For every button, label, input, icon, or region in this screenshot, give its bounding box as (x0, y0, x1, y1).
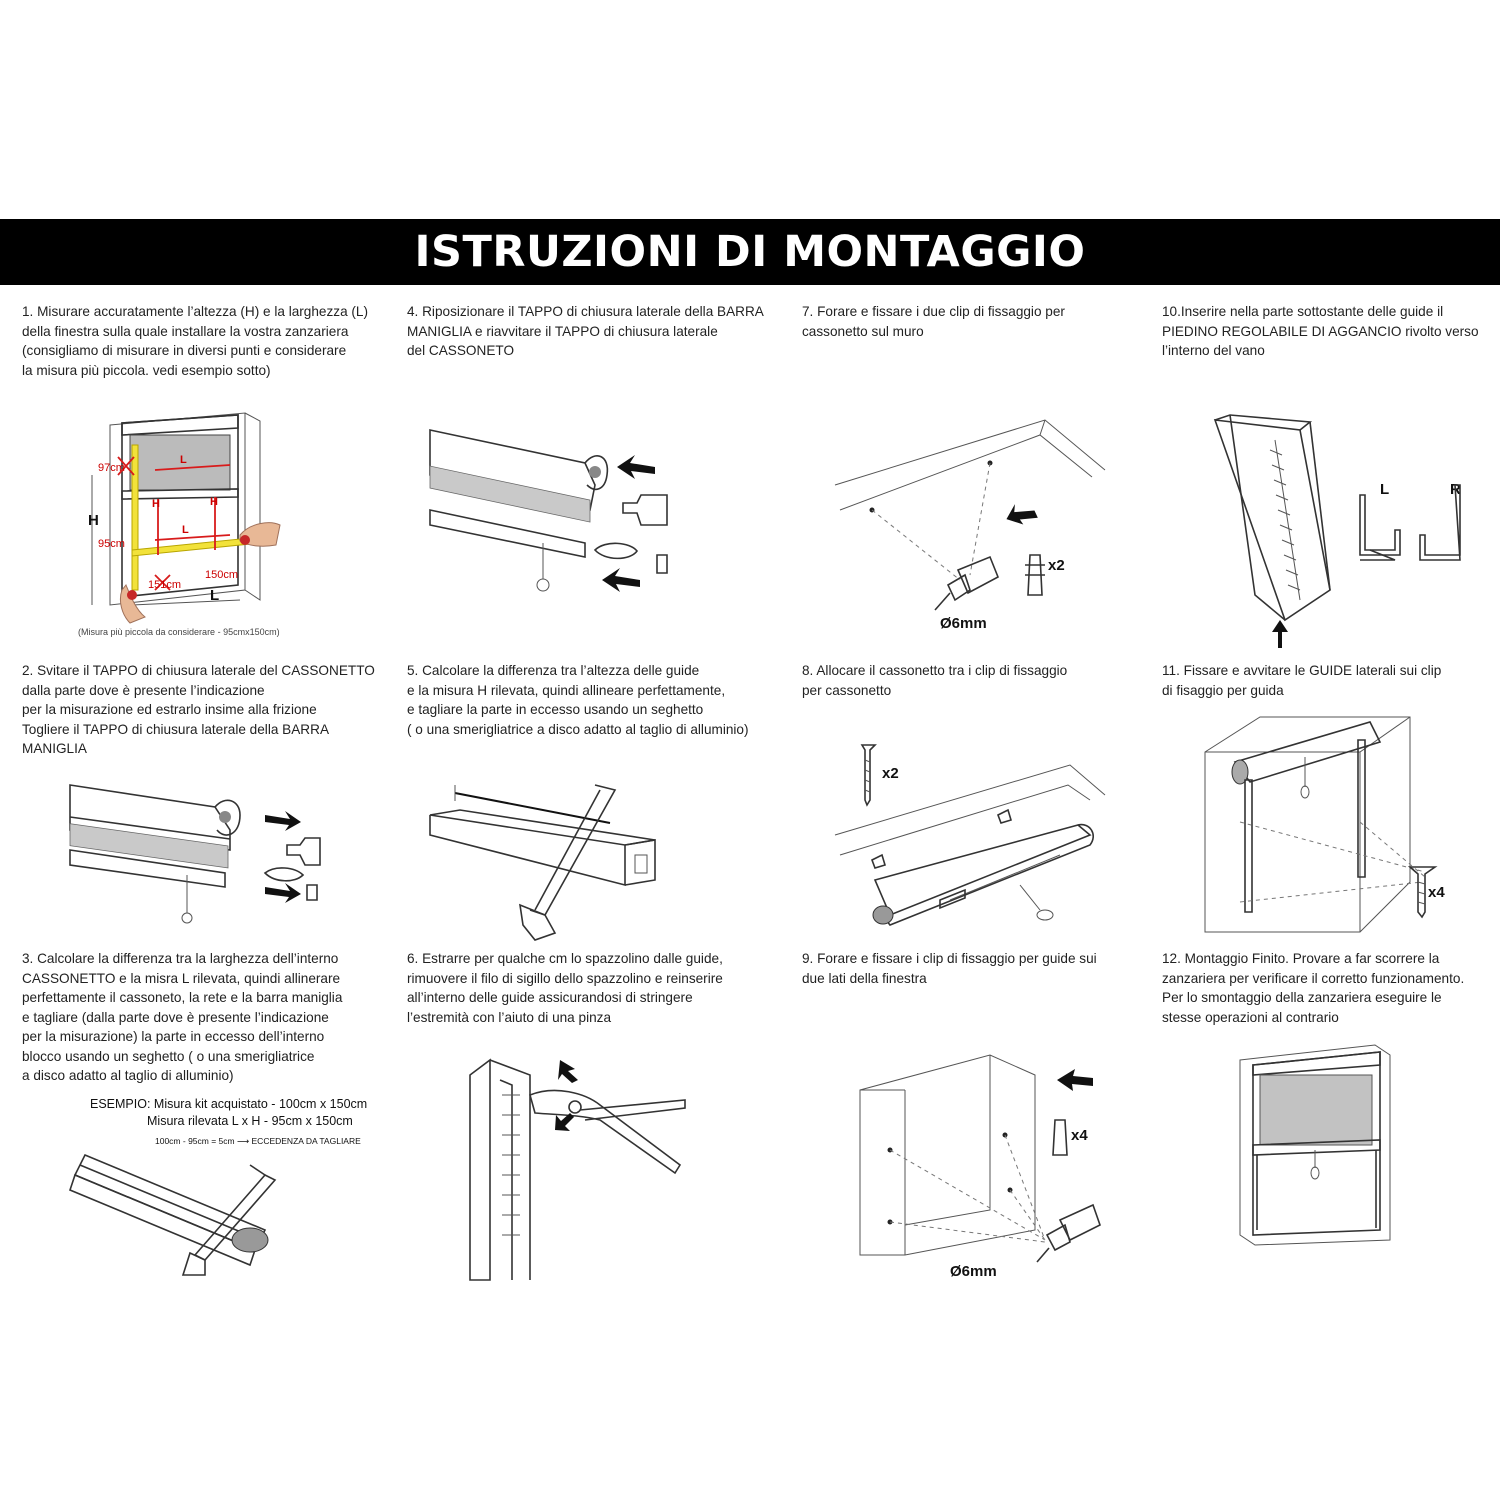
step-5-illustration (425, 775, 675, 945)
step-4-illustration (425, 425, 685, 605)
step-8-text: 8. Allocare il cassonetto tra i clip di … (802, 663, 1068, 698)
step-9-illustration: x4 Ø6mm (855, 1050, 1115, 1280)
step-2-illustration (65, 775, 365, 925)
page-title: ISTRUZIONI DI MONTAGGIO (414, 227, 1086, 277)
step-3-example-line2: Misura rilevata L x H - 95cm x 150cm (147, 1114, 353, 1128)
step-8-qty: x2 (882, 765, 899, 782)
step-1-caption: (Misura più piccola da considerare - 95c… (78, 627, 280, 637)
title-bar: ISTRUZIONI DI MONTAGGIO (0, 219, 1500, 285)
step-3-example-line1: ESEMPIO: Misura kit acquistato - 100cm x… (90, 1097, 368, 1111)
svg-text:H: H (152, 498, 160, 510)
step-9-text: 9. Forare e fissare i clip di fissaggio … (802, 951, 1097, 986)
step-9-drill-size: Ø6mm (950, 1263, 997, 1280)
step-2-text: 2. Svitare il TAPPO di chiusura laterale… (22, 663, 375, 756)
step-7-text: 7. Forare e fissare i due clip di fissag… (802, 304, 1065, 339)
svg-text:H: H (210, 496, 218, 508)
step-3-example-line3: 100cm - 95cm = 5cm ⟶ ECCEDENZA DA TAGLIA… (155, 1136, 361, 1146)
step-7-drill-size: Ø6mm (940, 615, 987, 632)
step-7-illustration: x2 Ø6mm (830, 415, 1110, 645)
svg-text:95cm: 95cm (98, 538, 125, 550)
svg-text:L: L (182, 524, 189, 536)
svg-text:L: L (180, 454, 187, 466)
step-10-text: 10.Inserire nella parte sottostante dell… (1162, 304, 1479, 358)
svg-text:150cm: 150cm (205, 569, 238, 581)
step-3-text: 3. Calcolare la differenza tra la larghe… (22, 951, 343, 1083)
svg-text:97cm: 97cm (98, 462, 125, 474)
step-6-text: 6. Estrarre per qualche cm lo spazzolino… (407, 951, 723, 1025)
step-5-text: 5. Calcolare la differenza tra l’altezza… (407, 663, 749, 737)
svg-text:151cm: 151cm (148, 579, 181, 591)
step-1-text: 1. Misurare accuratamente l’altezza (H) … (22, 304, 369, 378)
step-1-h-label: H (88, 512, 99, 529)
step-11-illustration: x4 (1200, 712, 1480, 957)
step-7-qty: x2 (1048, 557, 1065, 574)
step-10-label-left: L (1380, 481, 1389, 498)
step-3-illustration (65, 1135, 305, 1280)
step-11-qty: x4 (1428, 884, 1445, 901)
step-6-illustration (460, 1055, 700, 1285)
step-8-illustration: x2 (830, 740, 1130, 940)
step-12-text: 12. Montaggio Finito. Provare a far scor… (1162, 951, 1465, 1025)
step-1-illustration: H L L L H H 97cm 95cm 151cm 150cm (Misur… (70, 395, 370, 645)
step-1-l-label: L (210, 587, 219, 604)
step-11-text: 11. Fissare e avvitare le GUIDE laterali… (1162, 663, 1442, 698)
step-10-illustration: L R (1210, 410, 1490, 655)
step-12-illustration (1235, 1040, 1395, 1250)
step-9-qty: x4 (1071, 1127, 1088, 1144)
step-4-text: 4. Riposizionare il TAPPO di chiusura la… (407, 304, 764, 358)
